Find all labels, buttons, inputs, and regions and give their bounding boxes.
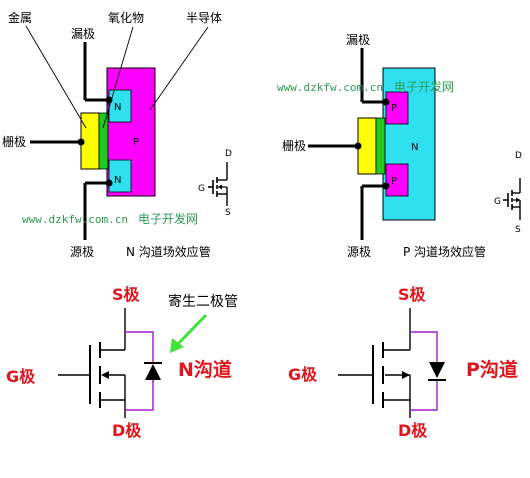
label-gate: 栅极	[2, 134, 26, 149]
label-p-channel: P沟道	[466, 358, 518, 381]
watermark-name-right: 电子开发网	[394, 79, 454, 94]
region-p-bottom: P	[391, 176, 397, 187]
watermark-url-right: www.dzkfw.com.cn	[277, 81, 383, 94]
sym-g-left: G	[198, 184, 205, 194]
region-p: P	[133, 137, 139, 148]
label-d-right: D极	[398, 421, 428, 440]
label-gate-p: 栅极	[282, 138, 306, 153]
label-source-p: 源极	[347, 245, 371, 259]
diode-pointer-arrow	[170, 313, 208, 353]
label-g-right: G极	[288, 365, 318, 384]
gate-oxide	[98, 112, 109, 170]
label-n-channel: N沟道	[178, 358, 232, 381]
p-channel-symbol	[503, 178, 521, 220]
sym-d-right: D	[515, 151, 522, 161]
label-s-left: S极	[112, 285, 141, 304]
n-drain-region	[108, 89, 132, 123]
p-drain-region	[385, 91, 409, 125]
n-source-region	[108, 159, 132, 193]
sym-s-left: S	[225, 208, 231, 218]
label-metal: 金属	[8, 10, 32, 25]
label-drain: 漏极	[71, 27, 95, 41]
watermark-name-left: 电子开发网	[138, 211, 198, 226]
caption-p-channel: P 沟道场效应管	[403, 244, 486, 259]
region-n-bottom: N	[114, 175, 121, 186]
sym-s-right: S	[515, 225, 521, 235]
label-oxide: 氧化物	[108, 11, 144, 25]
region-p-top: P	[391, 103, 397, 114]
label-s-right: S极	[398, 285, 427, 304]
region-n: N	[411, 142, 418, 153]
n-channel-schematic	[58, 308, 162, 418]
label-parasitic-diode: 寄生二极管	[168, 293, 238, 310]
label-drain-p: 漏极	[346, 33, 370, 47]
gate-oxide-p	[375, 117, 386, 175]
sym-g-right: G	[494, 197, 501, 207]
n-channel-symbol	[208, 162, 228, 206]
region-n-top: N	[114, 102, 121, 113]
n-channel-structure: N N P	[25, 25, 209, 240]
label-d-left: D极	[112, 421, 142, 440]
p-channel-structure: P P N	[308, 48, 436, 240]
label-semiconductor: 半导体	[186, 11, 222, 25]
label-source: 源极	[70, 245, 94, 259]
sym-d-left: D	[225, 149, 232, 159]
caption-n-channel: N 沟道场效应管	[126, 244, 211, 259]
label-g-left: G极	[6, 367, 36, 386]
watermark-url-left: www.dzkfw.com.cn	[22, 213, 128, 226]
p-source-region	[385, 163, 409, 197]
p-channel-schematic	[338, 308, 446, 418]
